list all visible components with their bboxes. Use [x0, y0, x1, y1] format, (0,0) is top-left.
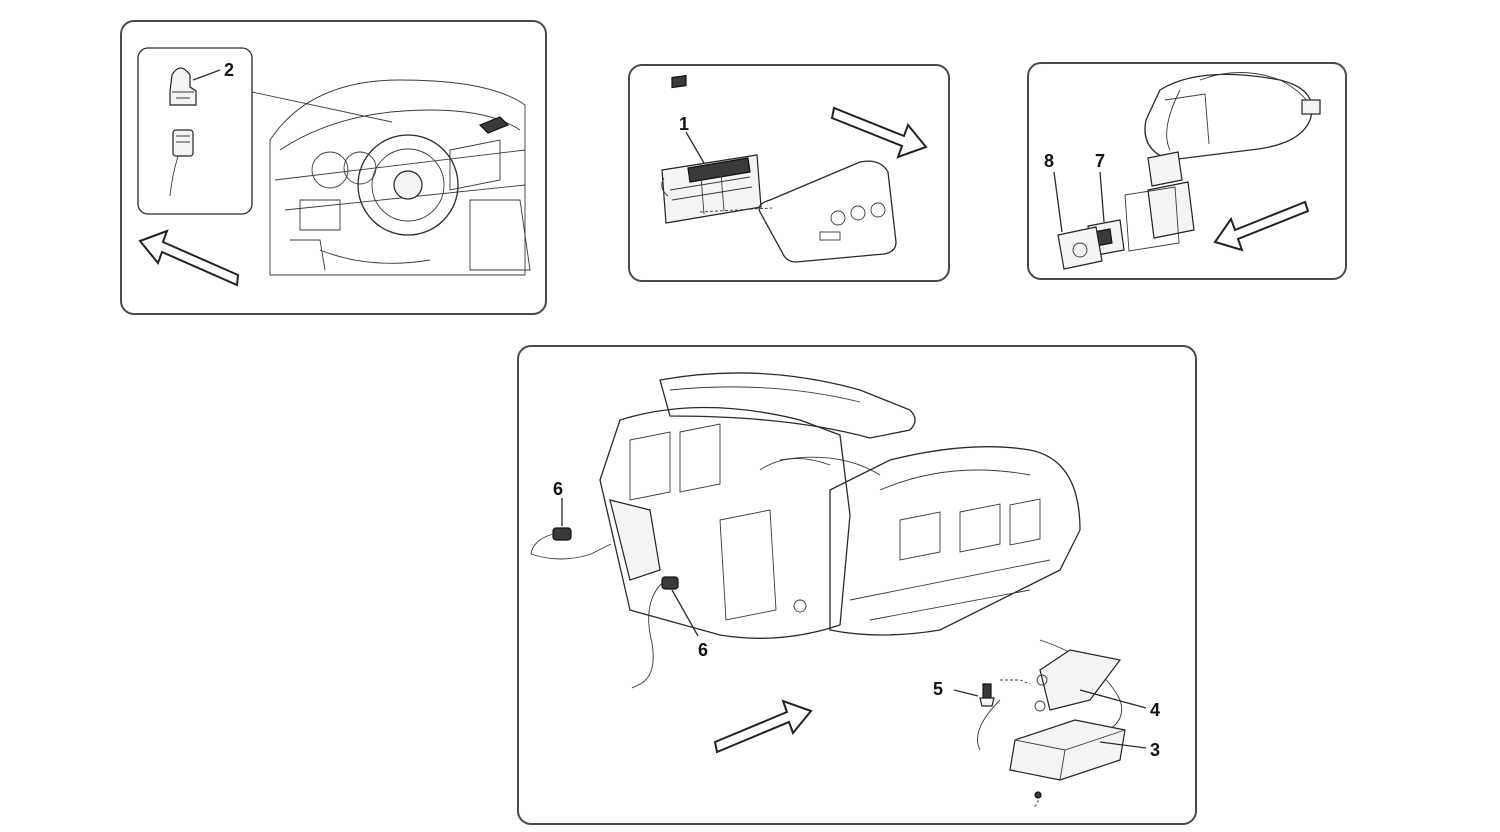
dash-bezel — [758, 160, 897, 263]
seat-switch-illustration: 7 8 — [1044, 72, 1321, 270]
direction-arrow-icon — [1213, 200, 1310, 252]
callout-label: 5 — [933, 679, 943, 699]
callout-label: 1 — [679, 114, 689, 134]
bracket-part — [1039, 649, 1122, 711]
steering-wheel — [357, 134, 459, 236]
connector-part — [172, 129, 194, 157]
callout-label: 6 — [698, 640, 708, 660]
seat-part — [1144, 73, 1313, 161]
hvac-housing-left — [599, 406, 851, 639]
top-duct — [659, 372, 916, 439]
callout-label: 8 — [1044, 151, 1054, 171]
callout-label: 4 — [1150, 700, 1160, 720]
control-panel-illustration: 1 — [661, 74, 928, 263]
bezel-part — [1057, 226, 1103, 270]
callout-label: 3 — [1150, 740, 1160, 760]
inset-box — [137, 47, 253, 215]
callout-label: 2 — [224, 60, 234, 80]
temperature-sensor — [661, 576, 679, 590]
screw-part — [982, 683, 992, 699]
temperature-sensor — [552, 527, 572, 541]
direction-arrow-icon — [830, 106, 928, 159]
hvac-illustration: 6 6 4 3 5 — [530, 372, 1160, 808]
callout-label: 6 — [553, 479, 563, 499]
dashboard-illustration: 2 — [137, 47, 531, 287]
callout-label: 7 — [1095, 151, 1105, 171]
sensor-part — [169, 67, 197, 106]
direction-arrow-icon — [138, 229, 240, 287]
control-module — [1009, 719, 1126, 781]
hvac-housing-right — [829, 446, 1081, 636]
direction-arrow-icon — [713, 699, 813, 754]
